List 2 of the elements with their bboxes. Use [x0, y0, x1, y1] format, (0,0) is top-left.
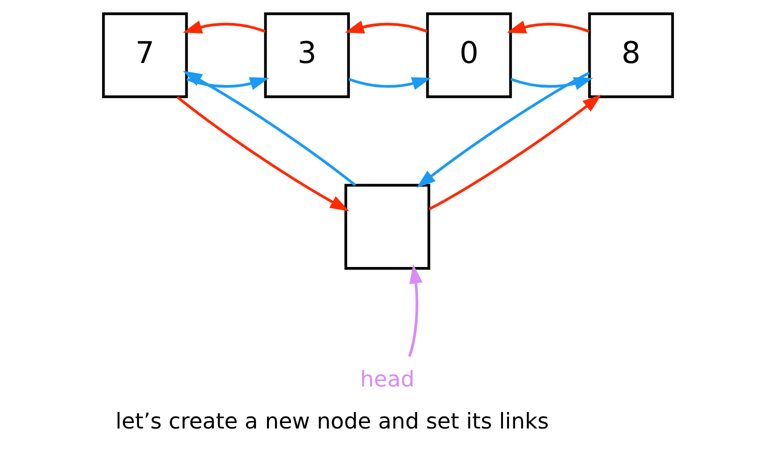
- node-text: head: [360, 368, 414, 393]
- caption: let’s create a new node and set its links: [116, 410, 549, 435]
